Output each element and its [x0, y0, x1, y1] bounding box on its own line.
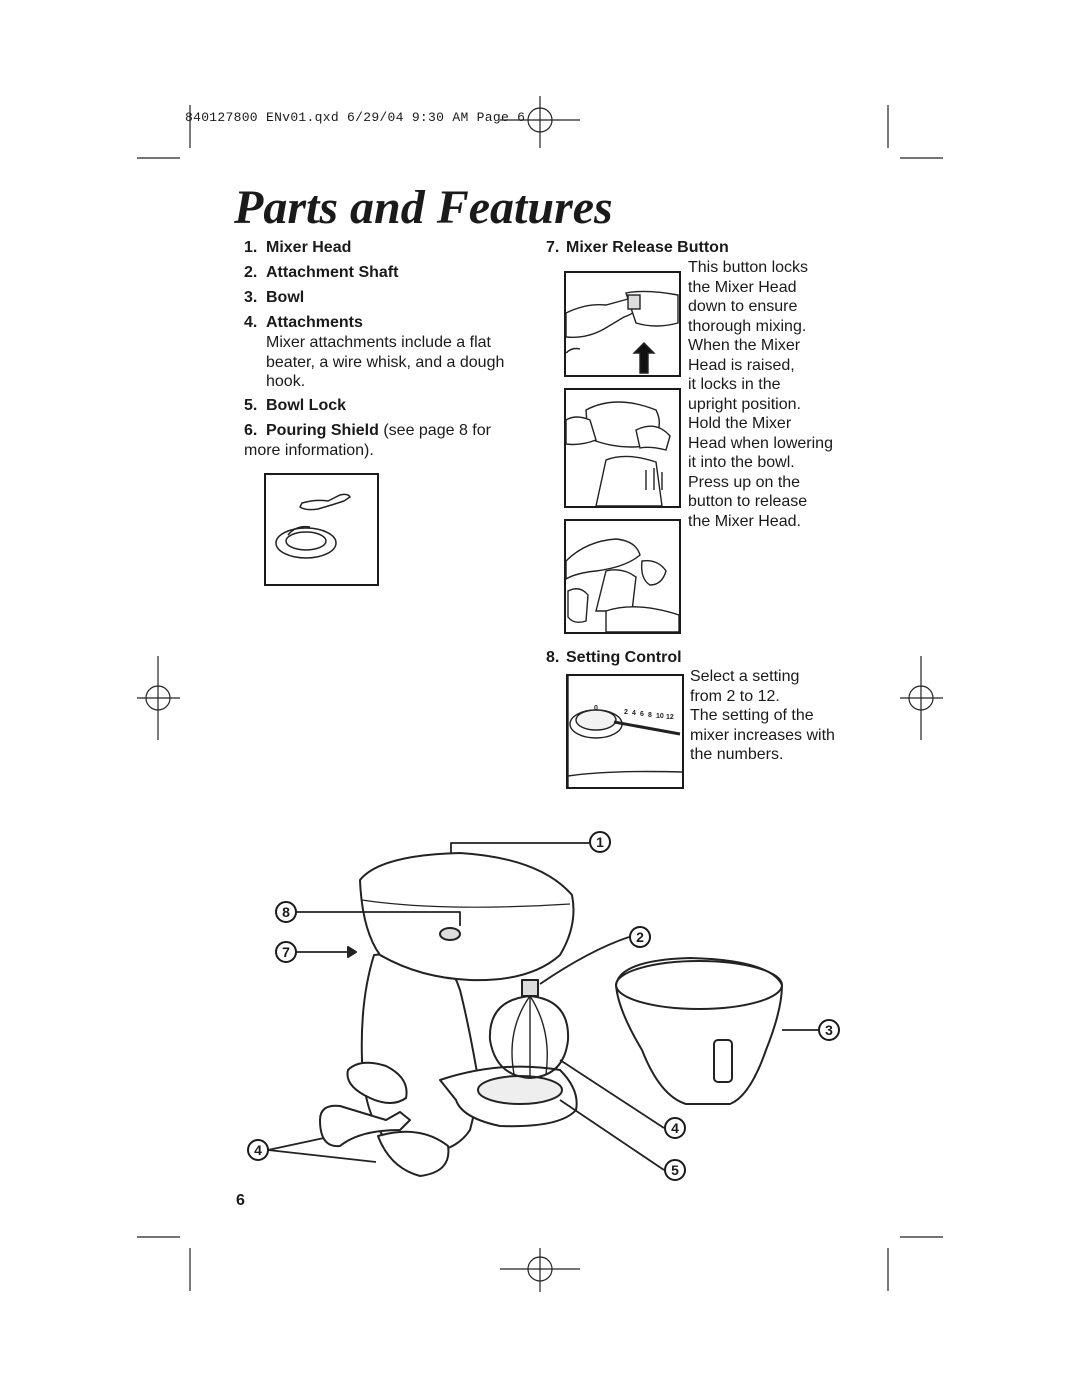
- list-item-attachment-shaft: 2.Attachment Shaft: [244, 264, 399, 281]
- hands-holding-head-icon: [566, 401, 671, 506]
- setting-control-description: Select a setting from 2 to 12. The setti…: [690, 668, 835, 763]
- file-slug: 840127800 ENv01.qxd 6/29/04 9:30 AM Page…: [185, 110, 526, 125]
- release-step-1-illustration: [564, 271, 681, 377]
- hand-pressing-button-icon: [566, 290, 679, 374]
- dial-mark-12: 12: [666, 714, 674, 721]
- callout-4-left: 4: [247, 1139, 269, 1161]
- callout-2: 2: [629, 926, 651, 948]
- dial-mark-6: 6: [640, 711, 644, 718]
- dial-mark-4: 4: [632, 710, 636, 717]
- pouring-shield-icon: [275, 493, 351, 559]
- pouring-shield-illustration: [264, 473, 379, 586]
- speed-dial-icon: 0 2 4 6 8 10 12: [568, 676, 682, 787]
- release-button-description: This button locks the Mixer Head down to…: [688, 259, 833, 530]
- setting-control-illustration: 0 2 4 6 8 10 12: [566, 674, 684, 789]
- lowering-head-icon: [566, 538, 679, 632]
- dial-mark-2: 2: [624, 709, 628, 716]
- callout-1: 1: [589, 831, 611, 853]
- release-step-3-illustration: [564, 519, 681, 634]
- heading-mixer-release-button: 7.Mixer Release Button: [546, 239, 729, 256]
- release-step-2-illustration: [564, 388, 681, 508]
- list-item-bowl-lock: 5.Bowl Lock: [244, 397, 347, 414]
- list-item-pouring-shield: 6.Pouring Shield (see page 8 for more in…: [244, 422, 491, 459]
- list-item-attachments: 4.Attachments: [244, 314, 363, 331]
- callout-5: 5: [664, 1159, 686, 1181]
- dial-mark-8: 8: [648, 712, 652, 719]
- list-item-mixer-head: 1.Mixer Head: [244, 239, 352, 256]
- callout-7: 7: [275, 941, 297, 963]
- attachments-description: Mixer attachments include a flat beater,…: [266, 334, 505, 390]
- dial-mark-10: 10: [656, 713, 664, 720]
- dial-mark-0: 0: [594, 705, 598, 712]
- callout-4-right: 4: [664, 1117, 686, 1139]
- list-item-bowl: 3.Bowl: [244, 289, 305, 306]
- heading-setting-control: 8.Setting Control: [546, 649, 682, 666]
- callout-3: 3: [818, 1019, 840, 1041]
- page-number: 6: [236, 1192, 245, 1209]
- page-title: Parts and Features: [234, 181, 613, 234]
- callout-8: 8: [275, 901, 297, 923]
